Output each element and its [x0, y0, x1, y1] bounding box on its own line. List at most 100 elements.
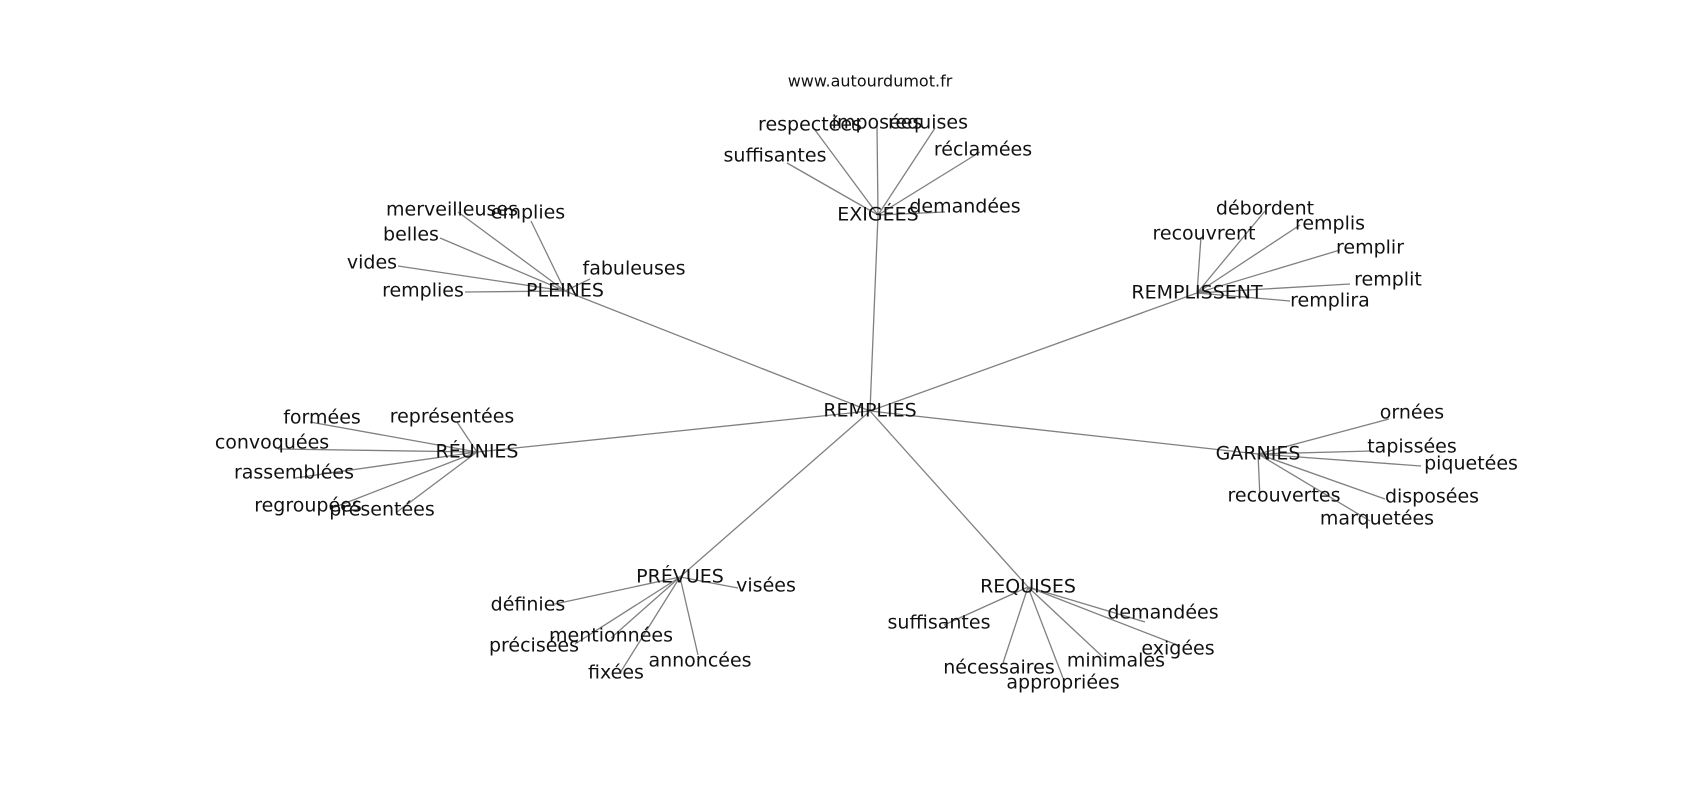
edge-center-to-hub	[564, 290, 871, 412]
leaf-node: regroupées	[254, 495, 362, 517]
leaf-node: définies	[491, 594, 566, 616]
leaf-node: remplit	[1354, 269, 1422, 291]
edge-center-to-hub	[869, 214, 879, 412]
hub-node: EXIGÉES	[837, 203, 918, 226]
edge-hub-to-leaf	[309, 421, 478, 453]
edge-center-to-hub	[679, 410, 871, 578]
leaf-node: présentées	[329, 499, 435, 521]
edge-hub-to-leaf	[1196, 210, 1266, 294]
edge-hub-to-leaf	[1027, 586, 1064, 679]
hub-node: GARNIES	[1216, 443, 1301, 465]
leaf-node: demandées	[1107, 602, 1218, 624]
leaf-node: rassemblées	[234, 462, 354, 484]
center-node: REMPLIES	[823, 400, 916, 422]
edge-hub-to-leaf	[329, 451, 478, 510]
leaf-node: ornées	[1380, 402, 1444, 424]
edge-hub-to-leaf	[1002, 586, 1029, 664]
graph-labels: www.autourdumot.fr REMPLIES EXIGÉES respec…	[215, 72, 1518, 694]
hub-node: REQUISES	[980, 576, 1076, 598]
leaf-node: appropriées	[1006, 672, 1119, 694]
leaf-node: nécessaires	[943, 657, 1055, 679]
leaf-node: visées	[736, 575, 796, 597]
edge-hub-to-leaf	[464, 290, 566, 293]
edge-hub-to-leaf	[877, 127, 936, 216]
edge-hub-to-leaf	[610, 576, 681, 639]
leaf-node: recouvrent	[1152, 223, 1255, 245]
leaf-node: suffisantes	[888, 612, 991, 634]
edge-hub-to-leaf	[877, 211, 946, 216]
leaf-node: minimales	[1067, 650, 1165, 672]
edge-hub-to-leaf	[456, 421, 478, 453]
leaf-node: fixées	[588, 662, 644, 684]
edge-hub-to-leaf	[277, 448, 478, 453]
hub-node: PRÉVUES	[636, 565, 724, 588]
leaf-node: formées	[283, 407, 361, 429]
edge-hub-to-leaf	[814, 129, 879, 216]
edge-hub-to-leaf	[1257, 453, 1371, 522]
leaf-node: remplira	[1290, 290, 1370, 312]
edge-hub-to-leaf	[1257, 453, 1422, 467]
leaf-node: requises	[888, 112, 968, 134]
hub-node: RÉUNIES	[436, 440, 519, 463]
edge-hub-to-leaf	[530, 220, 566, 292]
leaf-node: imposées	[832, 112, 923, 134]
source-watermark: www.autourdumot.fr	[788, 72, 953, 91]
edge-hub-to-leaf	[554, 576, 681, 605]
leaf-node: merveilleuses	[386, 199, 518, 221]
leaf-node: remplir	[1336, 237, 1404, 259]
leaf-node: vides	[347, 252, 397, 274]
leaf-node: piquetées	[1424, 453, 1518, 475]
graph-edges	[277, 124, 1422, 679]
leaf-node: précisées	[489, 635, 579, 657]
edge-hub-to-leaf	[1196, 236, 1202, 294]
edge-hub-to-leaf	[943, 586, 1029, 626]
leaf-node: recouvertes	[1228, 485, 1341, 507]
hub-node: PLEINES	[526, 280, 604, 302]
leaf-node: exigées	[1141, 638, 1214, 660]
edge-hub-to-leaf	[877, 151, 981, 216]
hub-node: REMPLISSENT	[1131, 282, 1263, 304]
leaf-node: demandées	[909, 196, 1020, 218]
leaf-node: disposées	[1385, 486, 1479, 508]
edge-hub-to-leaf	[679, 576, 699, 656]
edge-hub-to-leaf	[1196, 292, 1291, 302]
leaf-node: marquetées	[1320, 508, 1434, 530]
edge-hub-to-leaf	[876, 124, 879, 216]
edge-hub-to-leaf	[457, 211, 566, 292]
leaf-node: annoncées	[648, 650, 751, 672]
leaf-node: remplies	[382, 280, 464, 302]
leaf-node: réclamées	[934, 139, 1032, 161]
edge-center-to-hub	[869, 410, 1259, 455]
leaf-node: remplis	[1295, 213, 1365, 235]
edge-hub-to-leaf	[1196, 224, 1301, 294]
leaf-node: respectées	[758, 114, 862, 136]
edge-hub-to-leaf	[1027, 586, 1181, 647]
leaf-node: mentionnées	[549, 625, 673, 647]
edge-hub-to-leaf	[1257, 453, 1386, 500]
edge-center-to-hub	[869, 410, 1029, 588]
edge-hub-to-leaf	[397, 265, 566, 292]
leaf-node: représentées	[390, 406, 515, 428]
edge-hub-to-leaf	[1257, 418, 1390, 455]
edge-hub-to-leaf	[1257, 450, 1373, 455]
leaf-node: tapissées	[1367, 436, 1457, 458]
leaf-node: emplies	[491, 202, 565, 224]
leaf-node: fabuleuses	[583, 258, 686, 280]
edge-hub-to-leaf	[564, 278, 591, 292]
leaf-node: suffisantes	[724, 145, 827, 167]
edge-center-to-hub	[476, 410, 871, 453]
edge-hub-to-leaf	[786, 162, 879, 216]
edge-hub-to-leaf	[1027, 586, 1106, 660]
edge-center-to-hub	[869, 292, 1198, 412]
leaf-node: belles	[383, 224, 439, 246]
edge-hub-to-leaf	[1257, 453, 1261, 499]
edge-hub-to-leaf	[396, 451, 478, 513]
edge-hub-to-leaf	[294, 451, 478, 479]
leaf-node: convoquées	[215, 432, 329, 454]
leaf-node: débordent	[1216, 198, 1314, 220]
edge-hub-to-leaf	[1196, 249, 1341, 294]
edge-hub-to-leaf	[574, 576, 681, 645]
edge-hub-to-leaf	[679, 576, 739, 589]
edge-hub-to-leaf	[1196, 283, 1351, 294]
